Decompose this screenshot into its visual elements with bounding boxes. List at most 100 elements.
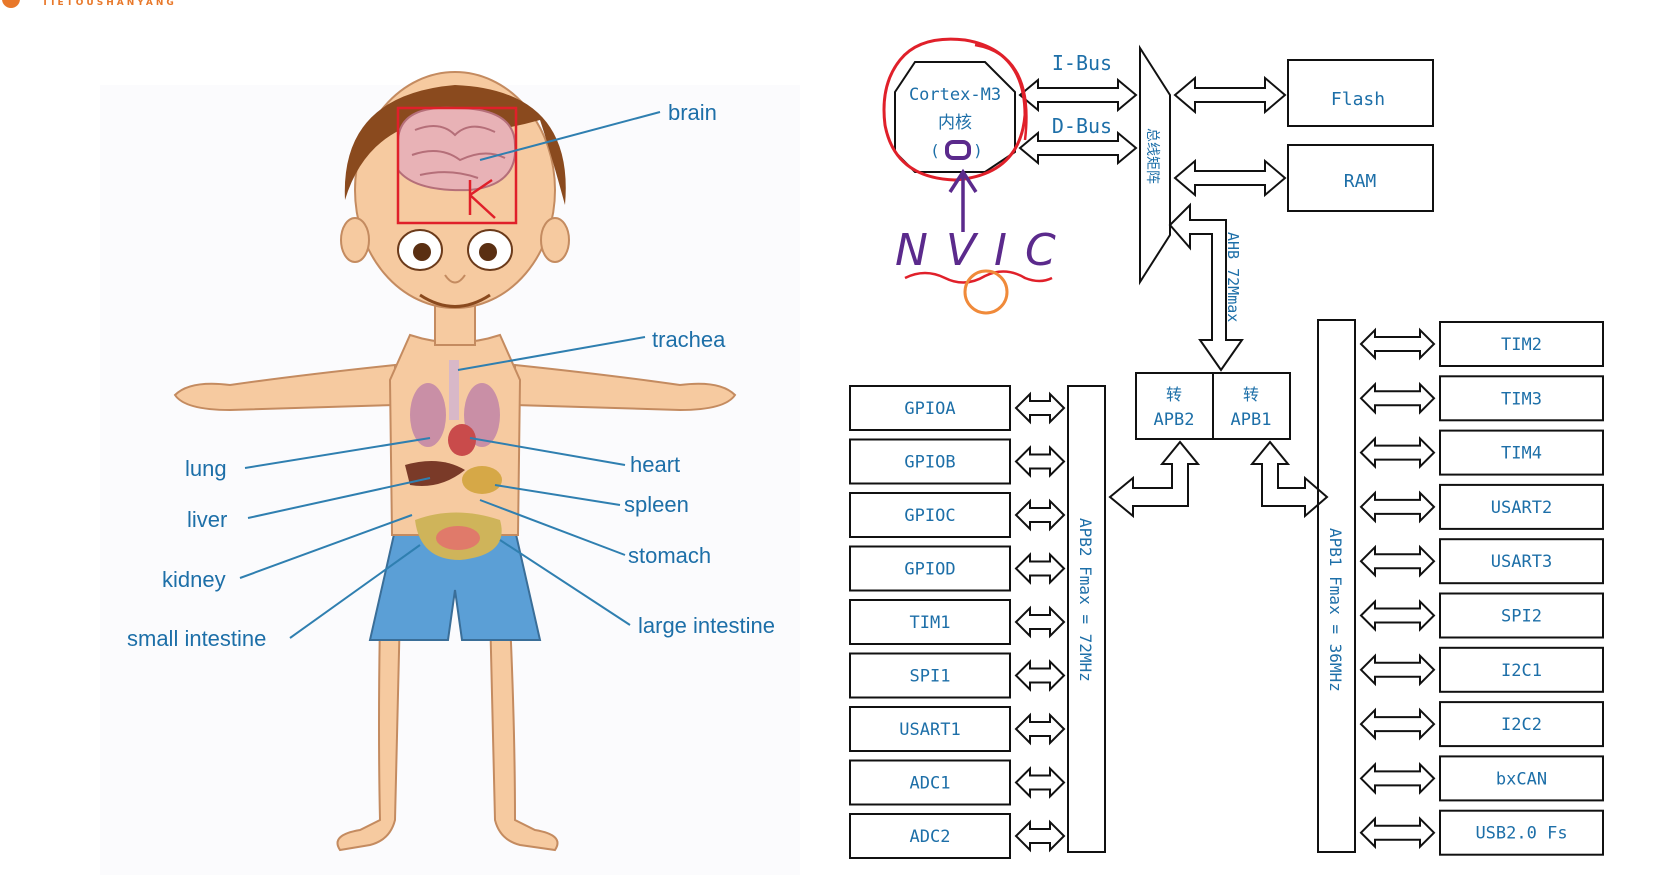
flash-arrow [1173, 75, 1287, 115]
apb2-peripheral-label: GPIOB [904, 453, 955, 473]
anatomy-labels: brain trachea lung heart liver spleen ki… [127, 100, 775, 651]
apb1-peripheral-arrow [1359, 816, 1436, 850]
d-bus-label: D-Bus [1052, 114, 1112, 138]
ahb-arrow [1168, 202, 1244, 372]
boy-illustration [100, 71, 800, 875]
apb1-peripheral-box [1439, 429, 1604, 476]
apb1-peripheral-box [1439, 646, 1604, 693]
apb1-peripheral-label: TIM3 [1501, 389, 1542, 409]
core-label-2: 内核 [938, 113, 972, 133]
apb2-bus-label: APB2 Fmax = 72MHz [1076, 518, 1095, 682]
nvic-orange-circle [963, 269, 1009, 315]
apb1-peripheral-label: bxCAN [1496, 769, 1547, 789]
i-bus-label: I-Bus [1052, 51, 1112, 75]
flash-box [1287, 59, 1434, 127]
apb1-peripheral-box [1439, 755, 1604, 802]
apb2-peripheral-label: USART1 [899, 720, 960, 740]
apb2-peripheral-arrow [1014, 605, 1066, 639]
apb1-peripheral-label: USART3 [1491, 552, 1552, 572]
apb2-peripheral-box [849, 706, 1011, 752]
bus-diagram [849, 44, 1604, 859]
apb1-peripheral-box [1439, 701, 1604, 748]
bridge-apb1-label: APB1 [1231, 410, 1272, 430]
apb2-peripheral-arrow [1014, 445, 1066, 478]
apb2-peripheral-label: GPIOC [904, 506, 955, 526]
label-heart: heart [630, 452, 680, 477]
apb1-peripheral-box [1439, 538, 1604, 585]
apb1-peripheral-arrow [1359, 490, 1436, 524]
label-kidney: kidney [162, 567, 226, 592]
apb2-peripheral-box [849, 492, 1011, 538]
apb2-peripheral-box [849, 652, 1011, 699]
apb1-peripheral-arrow [1359, 599, 1436, 632]
apb1-peripheral-label: SPI2 [1501, 607, 1542, 627]
apb2-peripheral-labels: GPIOAGPIOBGPIOCGPIODTIM1SPI1USART1ADC1AD… [899, 399, 960, 847]
core-paren-close: ) [973, 141, 983, 160]
ram-arrow [1173, 158, 1287, 198]
apb1-peripheral-box [1439, 483, 1604, 530]
apb1-bus-label: APB1 Fmax = 36MHz [1326, 528, 1345, 692]
bridge-apb1-top-label: 转 [1243, 385, 1259, 404]
apb1-peripheral-label: TIM2 [1501, 335, 1542, 355]
bridge-apb2-arrow [1108, 440, 1201, 519]
core-purple-mark [945, 140, 971, 160]
apb2-peripheral-arrow [1014, 819, 1066, 853]
apb2-peripheral-label: TIM1 [910, 613, 951, 633]
apb1-peripheral-rows [1359, 321, 1604, 856]
apb2-peripheral-label: SPI1 [910, 667, 951, 687]
label-small-intestine: small intestine [127, 626, 266, 651]
apb2-peripheral-arrow [1014, 712, 1066, 746]
core-paren-open: ( [930, 141, 940, 160]
apb1-peripheral-label: USB2.0 Fs [1475, 824, 1567, 844]
apb2-bus-bar [1067, 385, 1106, 853]
anatomy-leader-lines [239, 111, 661, 639]
apb1-peripheral-box [1439, 321, 1604, 367]
core-red-circle [882, 37, 1027, 182]
apb1-peripheral-label: TIM4 [1501, 444, 1542, 464]
core-label: Cortex-M3 [909, 85, 1001, 105]
i-bus-arrow [1018, 77, 1138, 113]
apb1-peripheral-label: I2C1 [1501, 661, 1542, 681]
bus-matrix-label: 总线矩阵 [1144, 128, 1160, 184]
bridge-apb2-top-label: 转 [1166, 385, 1182, 404]
nvic-label: NVIC [895, 225, 1074, 276]
nvic-arrow-icon [948, 168, 978, 232]
apb2-peripheral-arrow [1014, 766, 1066, 799]
label-large-intestine: large intestine [638, 613, 775, 638]
bridge-apb1-arrow [1249, 440, 1329, 519]
apb2-peripheral-label: GPIOA [904, 399, 955, 419]
bridge-apb2-label: APB2 [1154, 410, 1195, 430]
apb1-bus-bar [1317, 319, 1356, 853]
apb2-peripheral-box [849, 545, 1011, 592]
bus-matrix-shape [1139, 44, 1171, 286]
apb2-peripheral-box [849, 759, 1011, 806]
apb2-peripheral-label: ADC1 [910, 774, 951, 794]
apb1-peripheral-arrow [1359, 707, 1436, 741]
apb1-peripheral-label: USART2 [1491, 498, 1552, 518]
label-brain: brain [668, 100, 717, 125]
apb1-peripheral-box [1439, 375, 1604, 422]
apb1-peripheral-label: I2C2 [1501, 715, 1542, 735]
apb1-peripheral-arrow [1359, 381, 1436, 415]
nvic-red-squiggle [904, 270, 1053, 284]
d-bus-arrow [1018, 130, 1138, 166]
apb1-peripheral-arrow [1359, 761, 1436, 795]
label-stomach: stomach [628, 543, 711, 568]
label-liver: liver [187, 507, 227, 532]
apb2-peripheral-box [849, 438, 1011, 485]
label-spleen: spleen [624, 492, 689, 517]
apb2-peripheral-box [849, 599, 1011, 645]
apb2-peripheral-rows [849, 385, 1066, 859]
diagram-labels: Cortex-M3 内核 ( ) I-Bus D-Bus Flash RAM 总… [899, 51, 1567, 847]
apb2-peripheral-label: ADC2 [910, 827, 951, 847]
logo-icon [2, 0, 20, 8]
bridge-apb1-box [1212, 372, 1291, 440]
apb2-peripheral-arrow [1014, 552, 1066, 585]
apb2-peripheral-box [849, 385, 1011, 431]
apb1-peripheral-arrow [1359, 327, 1436, 361]
logo-text: TIETOUSHANYANG [42, 0, 177, 8]
label-trachea: trachea [652, 327, 726, 352]
ahb-label: AHB 72Mmax [1224, 232, 1242, 322]
apb1-peripheral-box [1439, 809, 1604, 856]
